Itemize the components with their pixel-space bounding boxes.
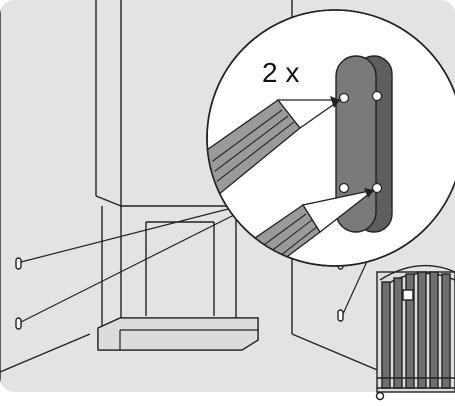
- wall-bracket-icon: [335, 55, 393, 233]
- quantity-label: 2 x: [262, 57, 299, 88]
- hearth: [97, 317, 259, 351]
- pencil-icon: [207, 96, 343, 227]
- safety-gate-icon: [375, 264, 455, 401]
